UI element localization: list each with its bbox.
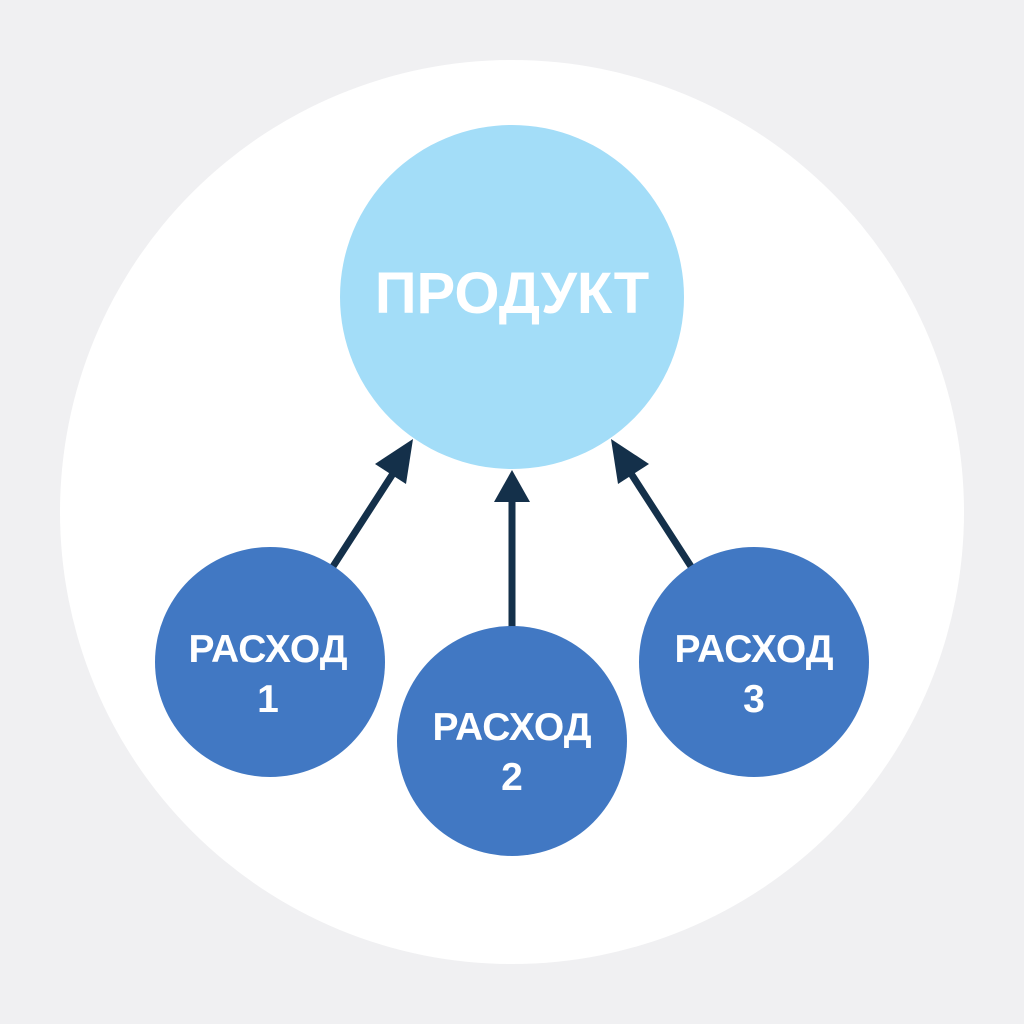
cost-node-2: РАСХОД 2 bbox=[397, 626, 627, 856]
arrow-cost-1-to-product bbox=[328, 439, 413, 572]
arrow-shaft bbox=[626, 468, 696, 572]
arrow-cost-3-to-product bbox=[611, 439, 696, 572]
arrowhead-icon bbox=[375, 439, 413, 484]
cost-node-1: РАСХОД 1 bbox=[155, 547, 385, 777]
product-node: ПРОДУКТ bbox=[340, 125, 684, 469]
arrow-cost-2-to-product bbox=[494, 470, 530, 632]
cost-node-number: 1 bbox=[257, 678, 279, 721]
arrowhead-icon bbox=[611, 439, 649, 484]
arrowhead-icon bbox=[494, 470, 530, 502]
product-node-label: ПРОДУКТ bbox=[375, 261, 649, 326]
cost-node-number: 2 bbox=[501, 756, 523, 799]
cost-node-number: 3 bbox=[743, 678, 765, 721]
cost-node-circle bbox=[155, 547, 385, 777]
cost-node-3: РАСХОД 3 bbox=[639, 547, 869, 777]
arrow-shaft bbox=[328, 468, 398, 572]
cost-node-label: РАСХОД bbox=[188, 628, 347, 671]
product-node-circle bbox=[340, 125, 684, 469]
cost-node-circle bbox=[397, 626, 627, 856]
cost-node-label: РАСХОД bbox=[674, 628, 833, 671]
cost-node-circle bbox=[639, 547, 869, 777]
cost-node-label: РАСХОД bbox=[432, 706, 591, 749]
